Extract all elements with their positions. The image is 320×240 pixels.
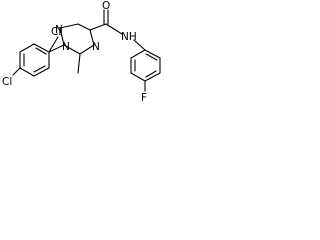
- bond: [79, 44, 95, 55]
- methyl-bond: [77, 53, 81, 74]
- bond: [33, 43, 50, 53]
- double-bond: [33, 65, 46, 73]
- bond: [144, 49, 161, 59]
- n4-ring-label: N: [92, 41, 100, 53]
- bond: [130, 49, 146, 59]
- bond-to-cl-para: [12, 67, 21, 76]
- carbonyl-o-label: O: [102, 0, 110, 12]
- molecule-structure-diagram: Cl Cl N N N O NH F: [2, 0, 161, 104]
- bond-nh-to-fluorophenyl: [133, 39, 146, 51]
- double-bond: [35, 47, 47, 55]
- double-bond: [145, 70, 157, 78]
- bond-to-amide-n: [105, 23, 123, 35]
- cl-para-label: Cl: [2, 76, 12, 88]
- fluorophenyl-ring: [130, 49, 161, 82]
- dichlorophenyl-ring: [19, 43, 50, 77]
- triazole-ring: [59, 23, 95, 55]
- double-bond: [145, 53, 158, 61]
- bond-to-cl-ortho: [48, 36, 59, 53]
- n-ring-top-label: N: [55, 24, 63, 36]
- bond-phenyl-to-n1: [48, 44, 65, 53]
- n1-ring-label: N: [62, 41, 70, 53]
- bond: [33, 67, 50, 77]
- bond: [63, 44, 81, 55]
- bond: [59, 27, 65, 46]
- bond: [19, 43, 35, 53]
- amide-nh-label: NH: [121, 31, 137, 43]
- bond: [59, 23, 79, 29]
- bond: [130, 72, 146, 82]
- bond: [89, 29, 95, 46]
- cl-ortho-label: Cl: [51, 26, 61, 38]
- fluorine-label: F: [141, 92, 147, 104]
- bond: [19, 67, 35, 77]
- bond: [144, 72, 161, 82]
- bond-to-carbonyl-carbon: [89, 23, 107, 31]
- double-bond: [77, 23, 91, 31]
